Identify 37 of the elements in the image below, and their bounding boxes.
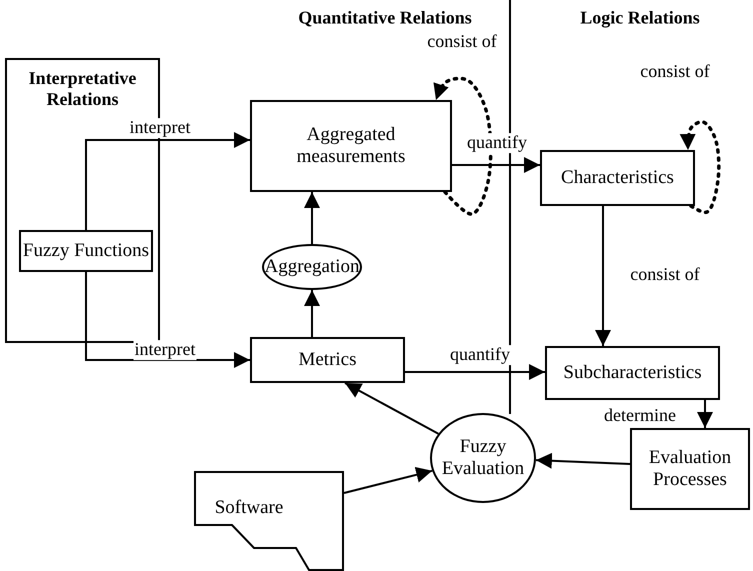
process-ellipse <box>262 244 362 290</box>
arrow <box>304 192 320 244</box>
edge-label: interpret <box>128 118 192 138</box>
column-heading: Logic Relations <box>580 8 700 28</box>
arrow <box>452 157 540 173</box>
node-label: Software <box>214 497 284 519</box>
arrow <box>697 400 713 428</box>
arrow <box>405 364 545 380</box>
arrow <box>85 132 250 230</box>
arrow <box>85 272 250 368</box>
edge-label: quantify <box>449 345 511 365</box>
edge-label: quantify <box>466 133 528 153</box>
node-label: Aggregated measurements <box>296 124 406 168</box>
node-label: Characteristics <box>561 167 674 189</box>
edge-label: interpret <box>134 340 196 360</box>
process-box <box>250 337 405 383</box>
arrow <box>434 76 492 216</box>
node-label: Aggregation <box>264 256 360 278</box>
column-heading: Quantitative Relations <box>298 8 472 28</box>
process-box <box>250 100 452 192</box>
node-label: Fuzzy Evaluation <box>440 436 526 480</box>
arrow <box>536 452 630 469</box>
node-label: Metrics <box>298 349 357 371</box>
arrow <box>344 382 439 435</box>
arrow <box>680 120 721 214</box>
process-box <box>545 346 720 400</box>
arrow <box>304 290 320 337</box>
process-box <box>19 230 153 272</box>
node-label: Subcharacteristics <box>563 362 702 384</box>
process-box <box>630 428 750 510</box>
node-label: Fuzzy Functions <box>22 240 150 262</box>
node-label: Evaluation Processes <box>648 447 732 491</box>
process-box <box>540 150 695 206</box>
arrow <box>595 206 611 346</box>
process-ellipse <box>430 413 536 503</box>
panel-heading: Interpretative Relations <box>28 68 138 110</box>
arrow <box>344 466 432 494</box>
